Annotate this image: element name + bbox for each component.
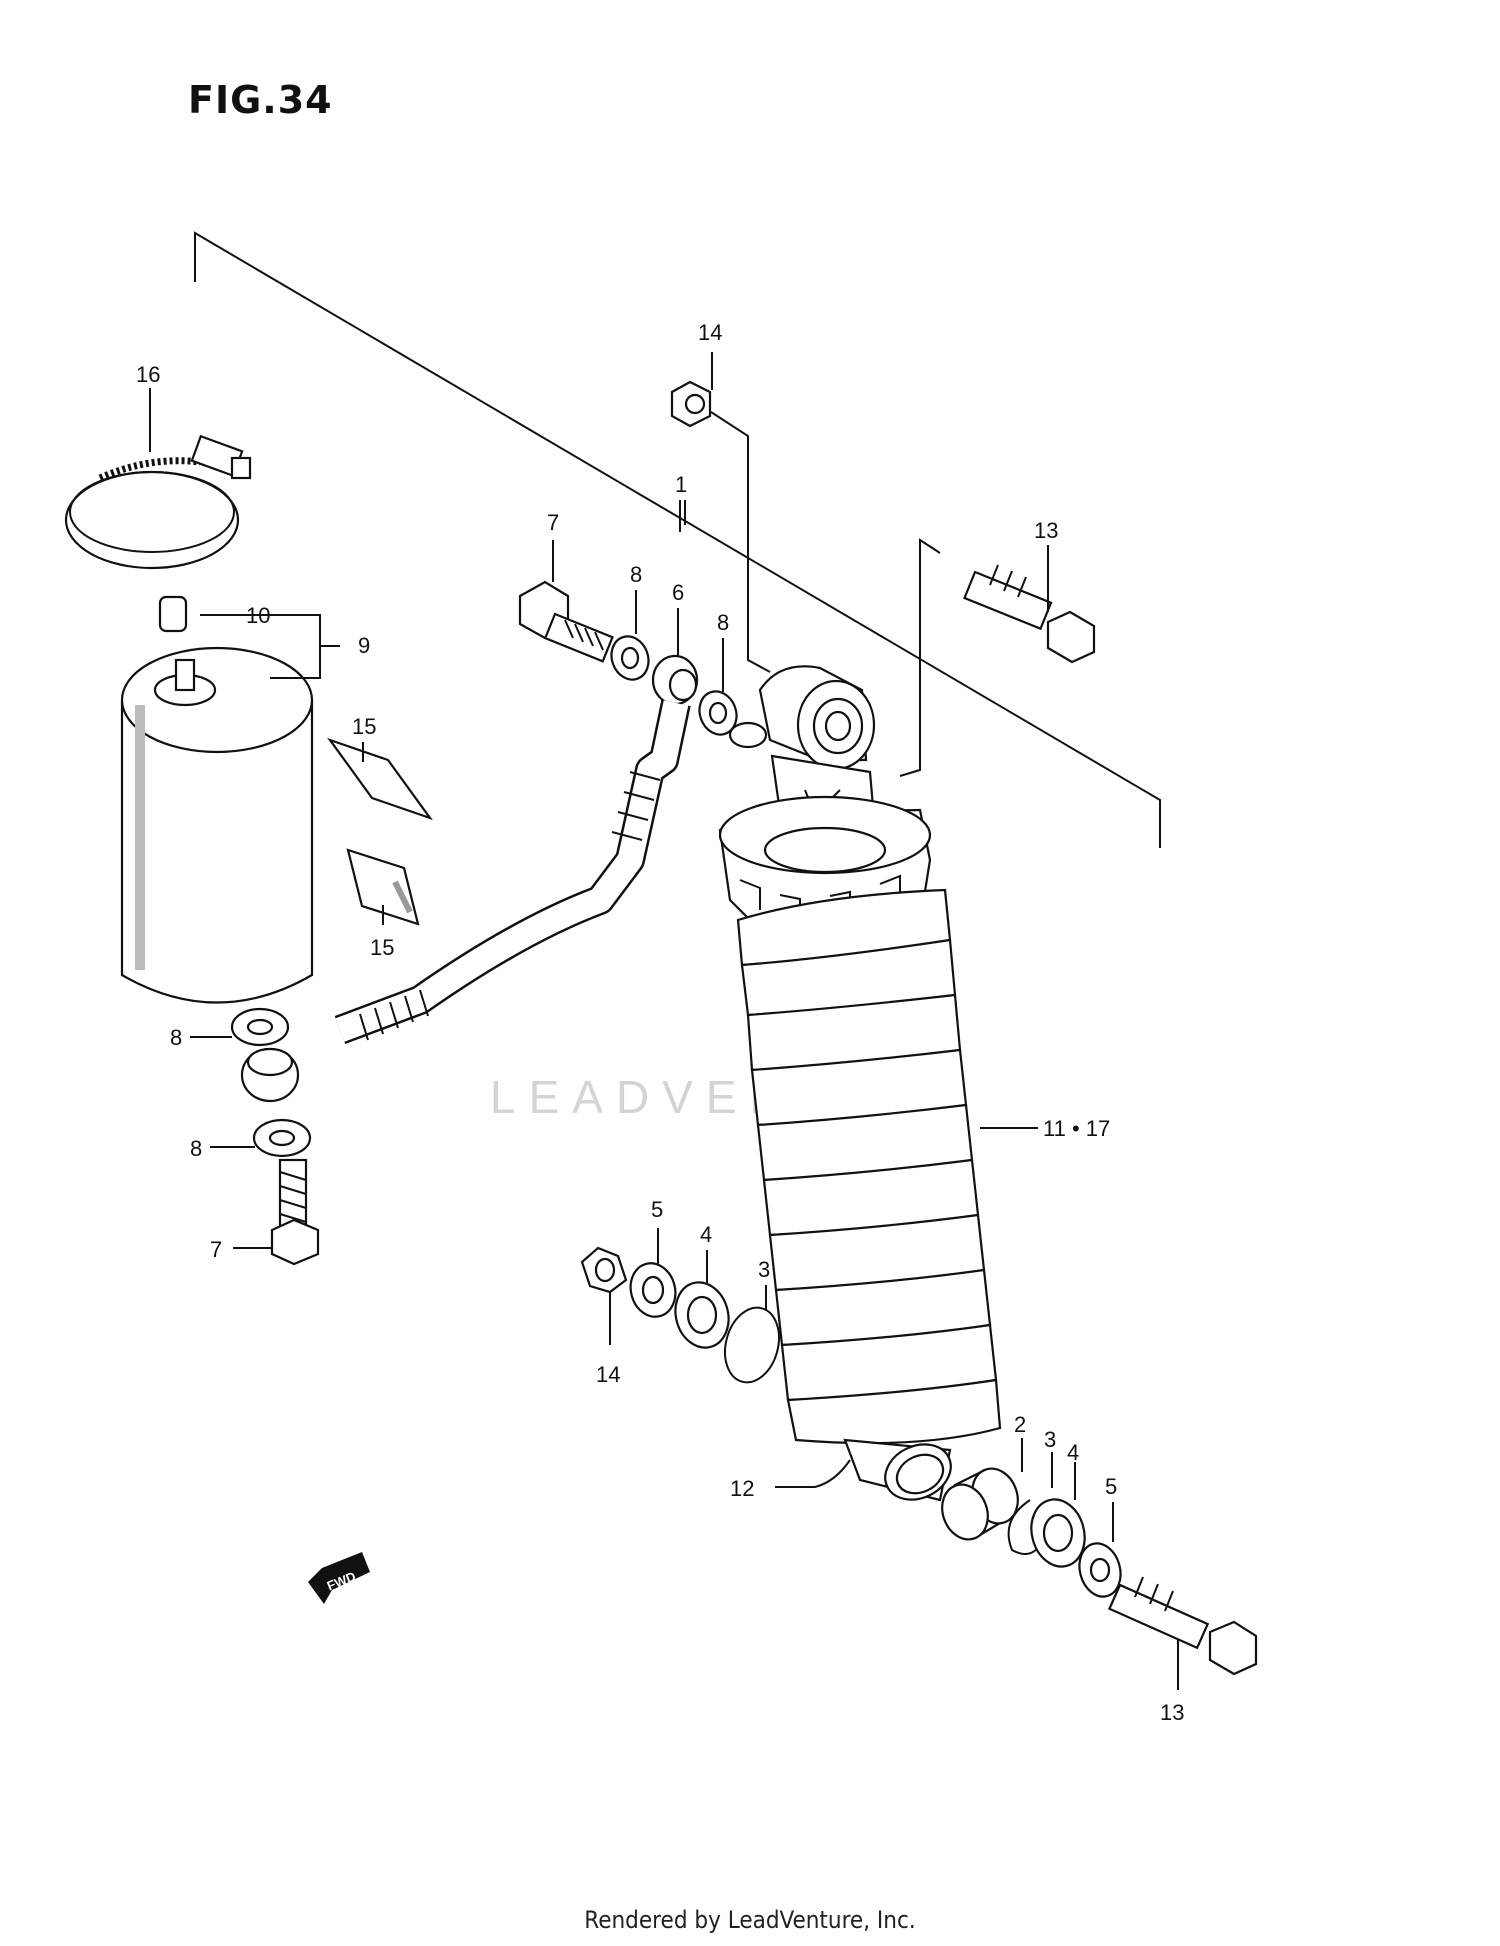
warning-labels — [327, 737, 433, 926]
callout-4-left: 4 — [700, 1222, 712, 1247]
callout-14-bottom: 14 — [596, 1362, 620, 1387]
reservoir-hose — [240, 654, 699, 1103]
callout-2: 2 — [1014, 1412, 1026, 1437]
callout-15-a: 15 — [352, 714, 376, 739]
callout-3-left: 3 — [758, 1257, 770, 1282]
reservoir-tank — [120, 595, 314, 1004]
callout-9: 9 — [358, 633, 370, 658]
callout-12: 12 — [730, 1476, 754, 1501]
callout-10: 10 — [246, 603, 270, 628]
lower-right-hardware — [941, 1467, 1122, 1598]
render-credit-footer: Rendered by LeadVenture, Inc. — [584, 1906, 916, 1934]
callout-11-17: 11 • 17 — [1043, 1116, 1110, 1141]
callout-labels: 16 14 1 7 8 6 8 13 10 9 15 15 8 8 7 11 •… — [136, 320, 1184, 1725]
washers — [230, 635, 738, 1158]
callout-7-top: 7 — [547, 510, 559, 535]
callout-6: 6 — [672, 580, 684, 605]
valve-cap — [158, 595, 188, 633]
callout-15-b: 15 — [370, 935, 394, 960]
callout-8-b: 8 — [717, 610, 729, 635]
banjo-bolt-bottom — [270, 1158, 320, 1266]
forward-direction-badge: FWD — [308, 1552, 370, 1604]
nut-top — [670, 380, 771, 673]
spring-coils — [736, 888, 1002, 1445]
banjo-bolt-top — [518, 580, 614, 663]
assembly-bracket — [194, 231, 1161, 848]
callout-14-top: 14 — [698, 320, 722, 345]
callout-7-bottom: 7 — [210, 1237, 222, 1262]
hose-clamp — [64, 434, 252, 570]
callout-13-bottom: 13 — [1160, 1700, 1184, 1725]
figure-title: FIG.34 — [188, 78, 333, 122]
callout-3-right: 3 — [1044, 1427, 1056, 1452]
callout-16: 16 — [136, 362, 160, 387]
shock-absorber — [718, 665, 1002, 1502]
leader-lines — [149, 352, 1179, 1690]
callout-8-a: 8 — [630, 562, 642, 587]
callout-8-c: 8 — [170, 1025, 182, 1050]
callout-8-d: 8 — [190, 1136, 202, 1161]
callout-5-left: 5 — [651, 1197, 663, 1222]
callout-5-right: 5 — [1105, 1474, 1117, 1499]
mount-bolt-upper — [899, 538, 1096, 777]
exploded-parts-diagram: LEADVENTURE — [64, 231, 1258, 1725]
mount-bolt-lower — [1107, 1576, 1258, 1676]
callout-13-top: 13 — [1034, 518, 1058, 543]
callout-4-right: 4 — [1067, 1440, 1079, 1465]
lower-left-hardware — [580, 1246, 780, 1384]
callout-1: 1 — [675, 472, 687, 497]
